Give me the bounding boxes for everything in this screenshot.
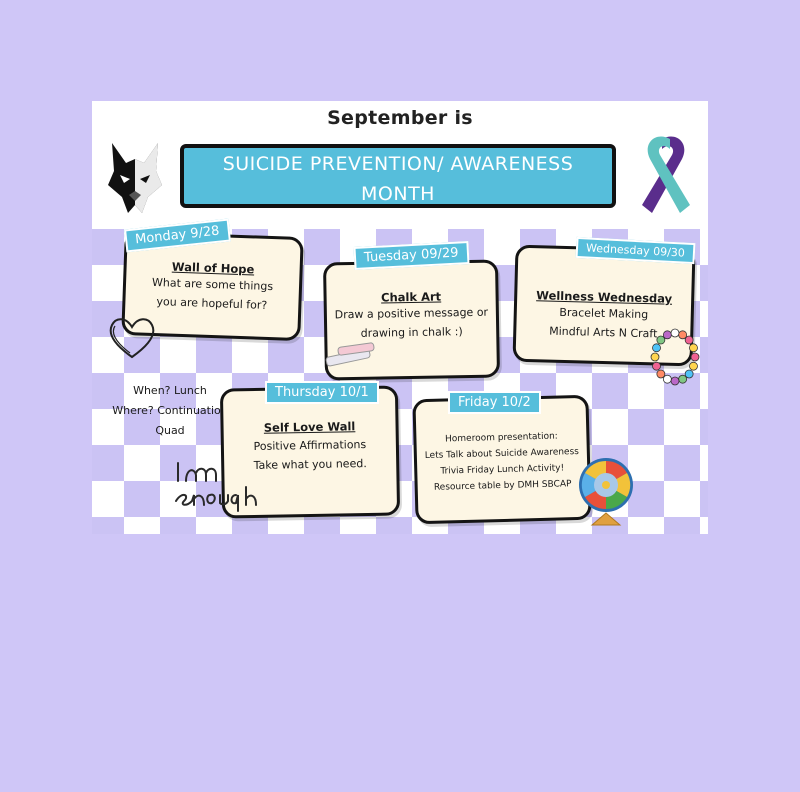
checker-square [92,445,124,481]
checker-square [124,481,160,517]
where-text: Where? Continuation [112,404,228,417]
bead [662,374,672,384]
checker-square [124,409,160,445]
day-tab-friday: Friday 10/2 [448,391,541,414]
bead [684,335,694,345]
lettering-drawing [175,462,257,512]
event-detail: Resource table by DMH SBCAP [433,479,572,493]
bead [652,361,661,371]
bead [678,330,688,340]
wolf-mascot-icon [108,143,162,213]
bead [678,374,688,384]
checker-square [664,445,700,481]
where-text-cont: Quad [155,424,185,437]
bead [656,335,666,345]
bead [656,369,666,379]
bead [684,369,694,379]
chalk-icon [325,342,375,367]
bead [690,352,700,362]
title-banner: SUICIDE PREVENTION/ AWARENESS MONTH [180,144,616,208]
checker-square [700,265,708,301]
bead [689,361,698,371]
checker-square [160,517,196,534]
checker-square [196,337,232,373]
checker-square [304,517,340,534]
day-tab-thursday: Thursday 10/1 [265,381,379,404]
bead [689,343,698,353]
bead [650,352,660,362]
checker-square [700,337,708,373]
event-title: Self Love Wall [263,419,356,435]
checker-square [160,373,196,409]
checker-square [628,409,664,445]
checker-square [664,517,700,534]
checker-square [92,229,124,265]
title-line-1: SUICIDE PREVENTION/ AWARENESS [222,153,574,175]
event-card-friday: Homeroom presentation: Lets Talk about S… [412,394,592,525]
checker-square [92,373,124,409]
bead [670,328,680,338]
checker-square [592,373,628,409]
bracelet-icon [650,328,700,386]
checker-square [268,337,304,373]
event-detail: Draw a positive message or [334,305,489,322]
title-line-2: MONTH [361,183,435,205]
checker-square [700,409,708,445]
prize-wheel-icon [579,458,633,526]
pre-title: September is [327,107,473,129]
checker-square [628,481,664,517]
i-am-enough-lettering [172,457,258,518]
bead [670,376,680,386]
bead [652,343,661,353]
checker-square [700,481,708,517]
checker-square [92,517,124,534]
flyer: September is SUICIDE PREVENTION/ AWARENE… [92,101,708,534]
checker-square [232,517,268,534]
checker-square [304,229,340,265]
awareness-ribbon-icon [642,136,690,213]
bead [662,330,672,340]
heart-icon [109,318,155,359]
when-text: When? Lunch [133,384,207,397]
checker-square [376,517,412,534]
location-info: When? Lunch Where? Continuation Quad [110,381,230,441]
